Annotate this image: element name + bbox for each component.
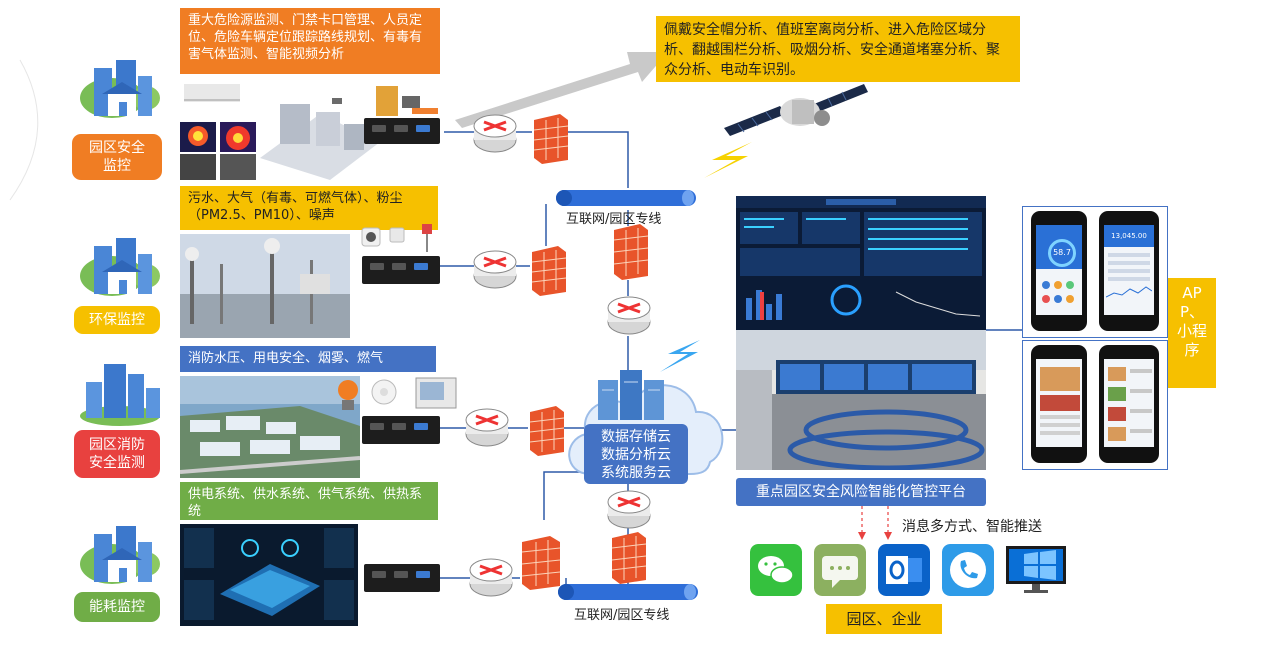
fire-safety-caption: 消防水压、用电安全、烟雾、燃气 [180, 346, 436, 372]
phone-icon: 58.7 [1031, 211, 1087, 331]
firewall-icon [533, 114, 569, 164]
energy-button[interactable]: 能耗监控 [74, 592, 160, 622]
fire-sensor-icons [338, 377, 457, 410]
park-safety-button[interactable]: 园区安全 监控 [72, 134, 162, 180]
city-icon [80, 364, 160, 426]
internet-pipe-top [556, 190, 696, 206]
fire-safety-button[interactable]: 园区消防 安全监测 [74, 430, 160, 478]
router-icon [473, 114, 517, 153]
firewall-icon [613, 224, 649, 280]
energy-caption: 供电系统、供水系统、供气系统、供热系统 [180, 482, 438, 520]
app-screenshots-top: 58.7 13,045.00 [1022, 206, 1168, 338]
sms-icon[interactable] [814, 544, 866, 596]
router-icon [607, 490, 651, 529]
environment-button[interactable]: 环保监控 [74, 306, 160, 334]
router-icon [607, 296, 651, 335]
firewall-icon [531, 246, 567, 296]
router-icon [473, 250, 517, 289]
phone-icon [1099, 345, 1159, 463]
gateway-device [362, 256, 440, 284]
app-screenshots-bottom [1022, 340, 1168, 470]
satellite-caption: 佩戴安全帽分析、值班室离岗分析、进入危险区域分析、翻越围栏分析、吸烟分析、安全通… [656, 16, 1020, 82]
router-icon [469, 558, 513, 597]
cloud-services-box: 数据存储云 数据分析云 系统服务云 [584, 424, 688, 484]
monitor-icon[interactable] [1004, 544, 1068, 596]
energy-dashboard-photo [180, 524, 358, 626]
phone-gauge: 58.7 [1048, 239, 1076, 267]
outlook-icon[interactable] [878, 544, 930, 596]
cloud-line: 数据存储云 [601, 429, 671, 445]
control-room-photo [736, 330, 986, 470]
satellite-icon [724, 84, 868, 136]
arrow-to-satellite [455, 52, 668, 128]
environment-photo [180, 234, 350, 338]
phone-icon [1031, 345, 1087, 463]
building-icon [80, 526, 160, 584]
network-label-top: 互联网/园区专线 [566, 212, 662, 227]
platform-dashboard [736, 196, 986, 330]
phone-value: 13,045.00 [1104, 225, 1154, 247]
push-label: 消息多方式、智能推送 [902, 519, 1042, 535]
gateway-device [364, 564, 440, 592]
fire-safety-photo [180, 376, 360, 478]
firewall-icon [611, 532, 647, 584]
sensor-icons [361, 224, 432, 252]
gateway-device [362, 416, 440, 444]
phone-icon: 13,045.00 [1099, 211, 1159, 331]
building-icon [80, 238, 160, 296]
internet-pipe-bottom [558, 584, 698, 600]
environment-caption: 污水、大气（有毒、可燃气体）、粉尘（PM2.5、PM10）、噪声 [180, 186, 438, 230]
lightning-icon [704, 142, 752, 178]
platform-title: 重点园区安全风险智能化管控平台 [736, 478, 986, 506]
cloud-line: 数据分析云 [601, 447, 671, 463]
bottom-label: 园区、企业 [826, 604, 942, 634]
cloud-line: 系统服务云 [601, 465, 671, 481]
building-icon [80, 60, 160, 118]
gateway-device [364, 118, 440, 144]
wechat-icon[interactable] [750, 544, 802, 596]
router-icon [465, 408, 509, 447]
firewall-icon [529, 406, 565, 456]
phone-call-icon[interactable] [942, 544, 994, 596]
app-label: APP、小程序 [1168, 278, 1216, 388]
park-safety-caption: 重大危险源监测、门禁卡口管理、人员定位、危险车辆定位跟踪路线规划、有毒有害气体监… [180, 8, 440, 74]
network-label-bottom: 互联网/园区专线 [574, 608, 670, 623]
firewall-icon [521, 536, 561, 590]
